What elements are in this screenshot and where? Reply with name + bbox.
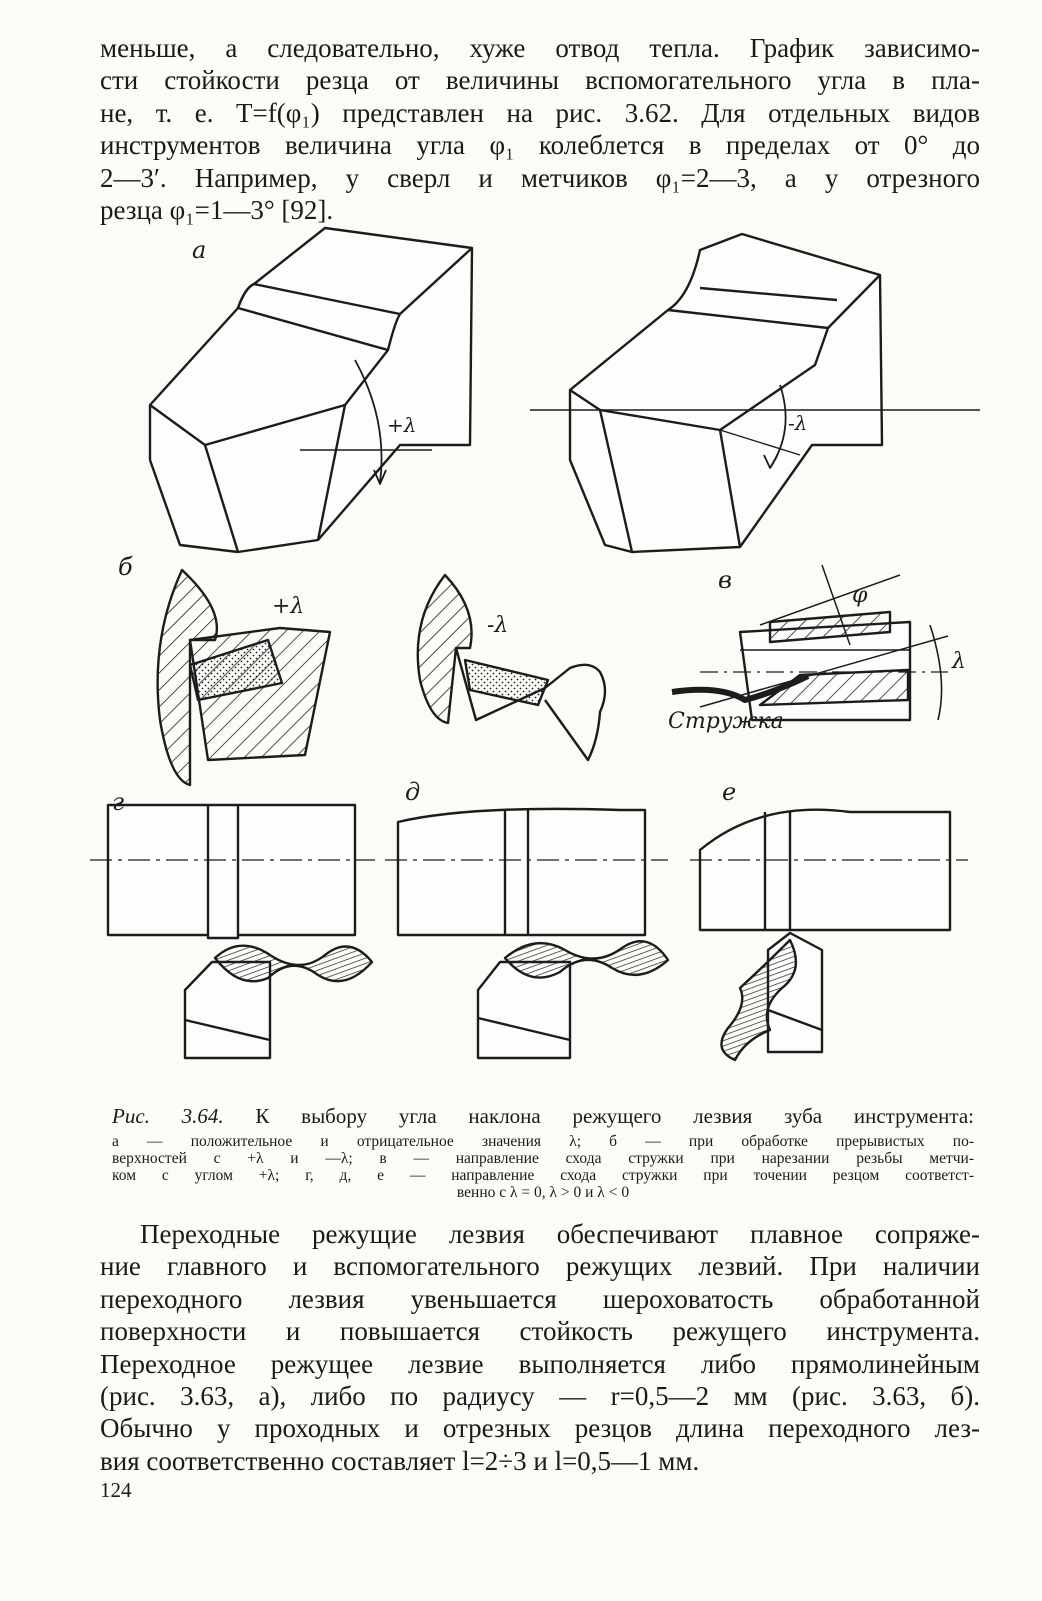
label-e: е: [722, 778, 736, 806]
text-line: Переходное режущее лезвие выполняется ли…: [100, 1348, 980, 1379]
paragraph-top: меньше, а следовательно, хуже отвод тепл…: [100, 32, 980, 226]
view-e-lambda-negative: [690, 808, 968, 1062]
figure-3-64: а б в г д е +λ -λ +λ -λ φ λ Стружка: [90, 226, 980, 1062]
label-a: а: [192, 236, 206, 264]
tool-a-positive: [148, 226, 474, 554]
paragraph-bottom: Переходные режущие лезвия обеспечивают п…: [100, 1218, 980, 1477]
view-v-tap-thread: [671, 564, 949, 722]
text-line: (рис. 3.63, а), либо по радиусу — r=0,5—…: [100, 1381, 980, 1412]
text-line: ние главного и вспомогательного режущих …: [100, 1251, 980, 1282]
caption-title: К выбору угла наклона режущего лезвия зу…: [255, 1104, 974, 1128]
label-g: г: [112, 788, 124, 816]
text-line: инструментов величина угла φ₁ колеблется…: [100, 130, 980, 161]
label-plus-lambda-a: +λ: [387, 413, 416, 437]
page-number: 124: [100, 1478, 132, 1502]
text-line: 2—3′. Например, у сверл и метчиков φ₁=2—…: [100, 162, 980, 193]
text-line: не, т. е. T=f(φ₁) представлен на рис. 3.…: [100, 97, 980, 128]
label-minus-lambda-b: -λ: [487, 613, 508, 638]
caption-title-line: Рис. 3.64. К выбору угла наклона режущег…: [112, 1103, 974, 1129]
label-d: д: [405, 778, 420, 806]
tool-a-negative: [530, 232, 980, 554]
label-v: в: [718, 566, 732, 594]
text-line: переходного лезвия увеньшается шероховат…: [100, 1283, 980, 1314]
label-plus-lambda-b: +λ: [272, 594, 304, 619]
view-g-lambda-zero: [90, 803, 375, 1060]
figure-caption: Рис. 3.64. К выбору угла наклона режущег…: [112, 1103, 974, 1201]
text-line: резца φ₁=1—3° [92].: [100, 195, 334, 226]
label-b: б: [118, 553, 133, 581]
view-d-lambda-positive: [385, 807, 670, 1060]
label-minus-lambda-a: -λ: [788, 411, 807, 435]
text-line: Переходные режущие лезвия обеспечивают п…: [140, 1219, 980, 1249]
text-line: Обычно у проходных и отрезных резцов дли…: [100, 1413, 980, 1444]
caption-line: ком с углом +λ; г, д, е — направление сх…: [112, 1167, 974, 1184]
caption-line: а — положительное и отрицательное значен…: [112, 1133, 974, 1150]
text-line: сти стойкости резца от величины вспомога…: [100, 65, 980, 96]
caption-body: а — положительное и отрицательное значен…: [112, 1133, 974, 1201]
caption-line: венно с λ = 0, λ > 0 и λ < 0: [456, 1184, 630, 1201]
view-b-interrupted-cut: [156, 568, 607, 787]
caption-line: верхностей с +λ и —λ; в — направление сх…: [112, 1150, 974, 1167]
label-lambda-v: λ: [951, 649, 966, 674]
text-line: вия соответственно составляет l=2÷3 и l=…: [100, 1445, 700, 1476]
label-chip: Стружка: [668, 709, 784, 734]
text-line: поверхности и повышается стойкость режущ…: [100, 1316, 980, 1347]
text-line: меньше, а следовательно, хуже отвод тепл…: [100, 33, 980, 63]
label-phi: φ: [852, 583, 868, 608]
caption-figure-number: Рис. 3.64.: [112, 1104, 224, 1128]
